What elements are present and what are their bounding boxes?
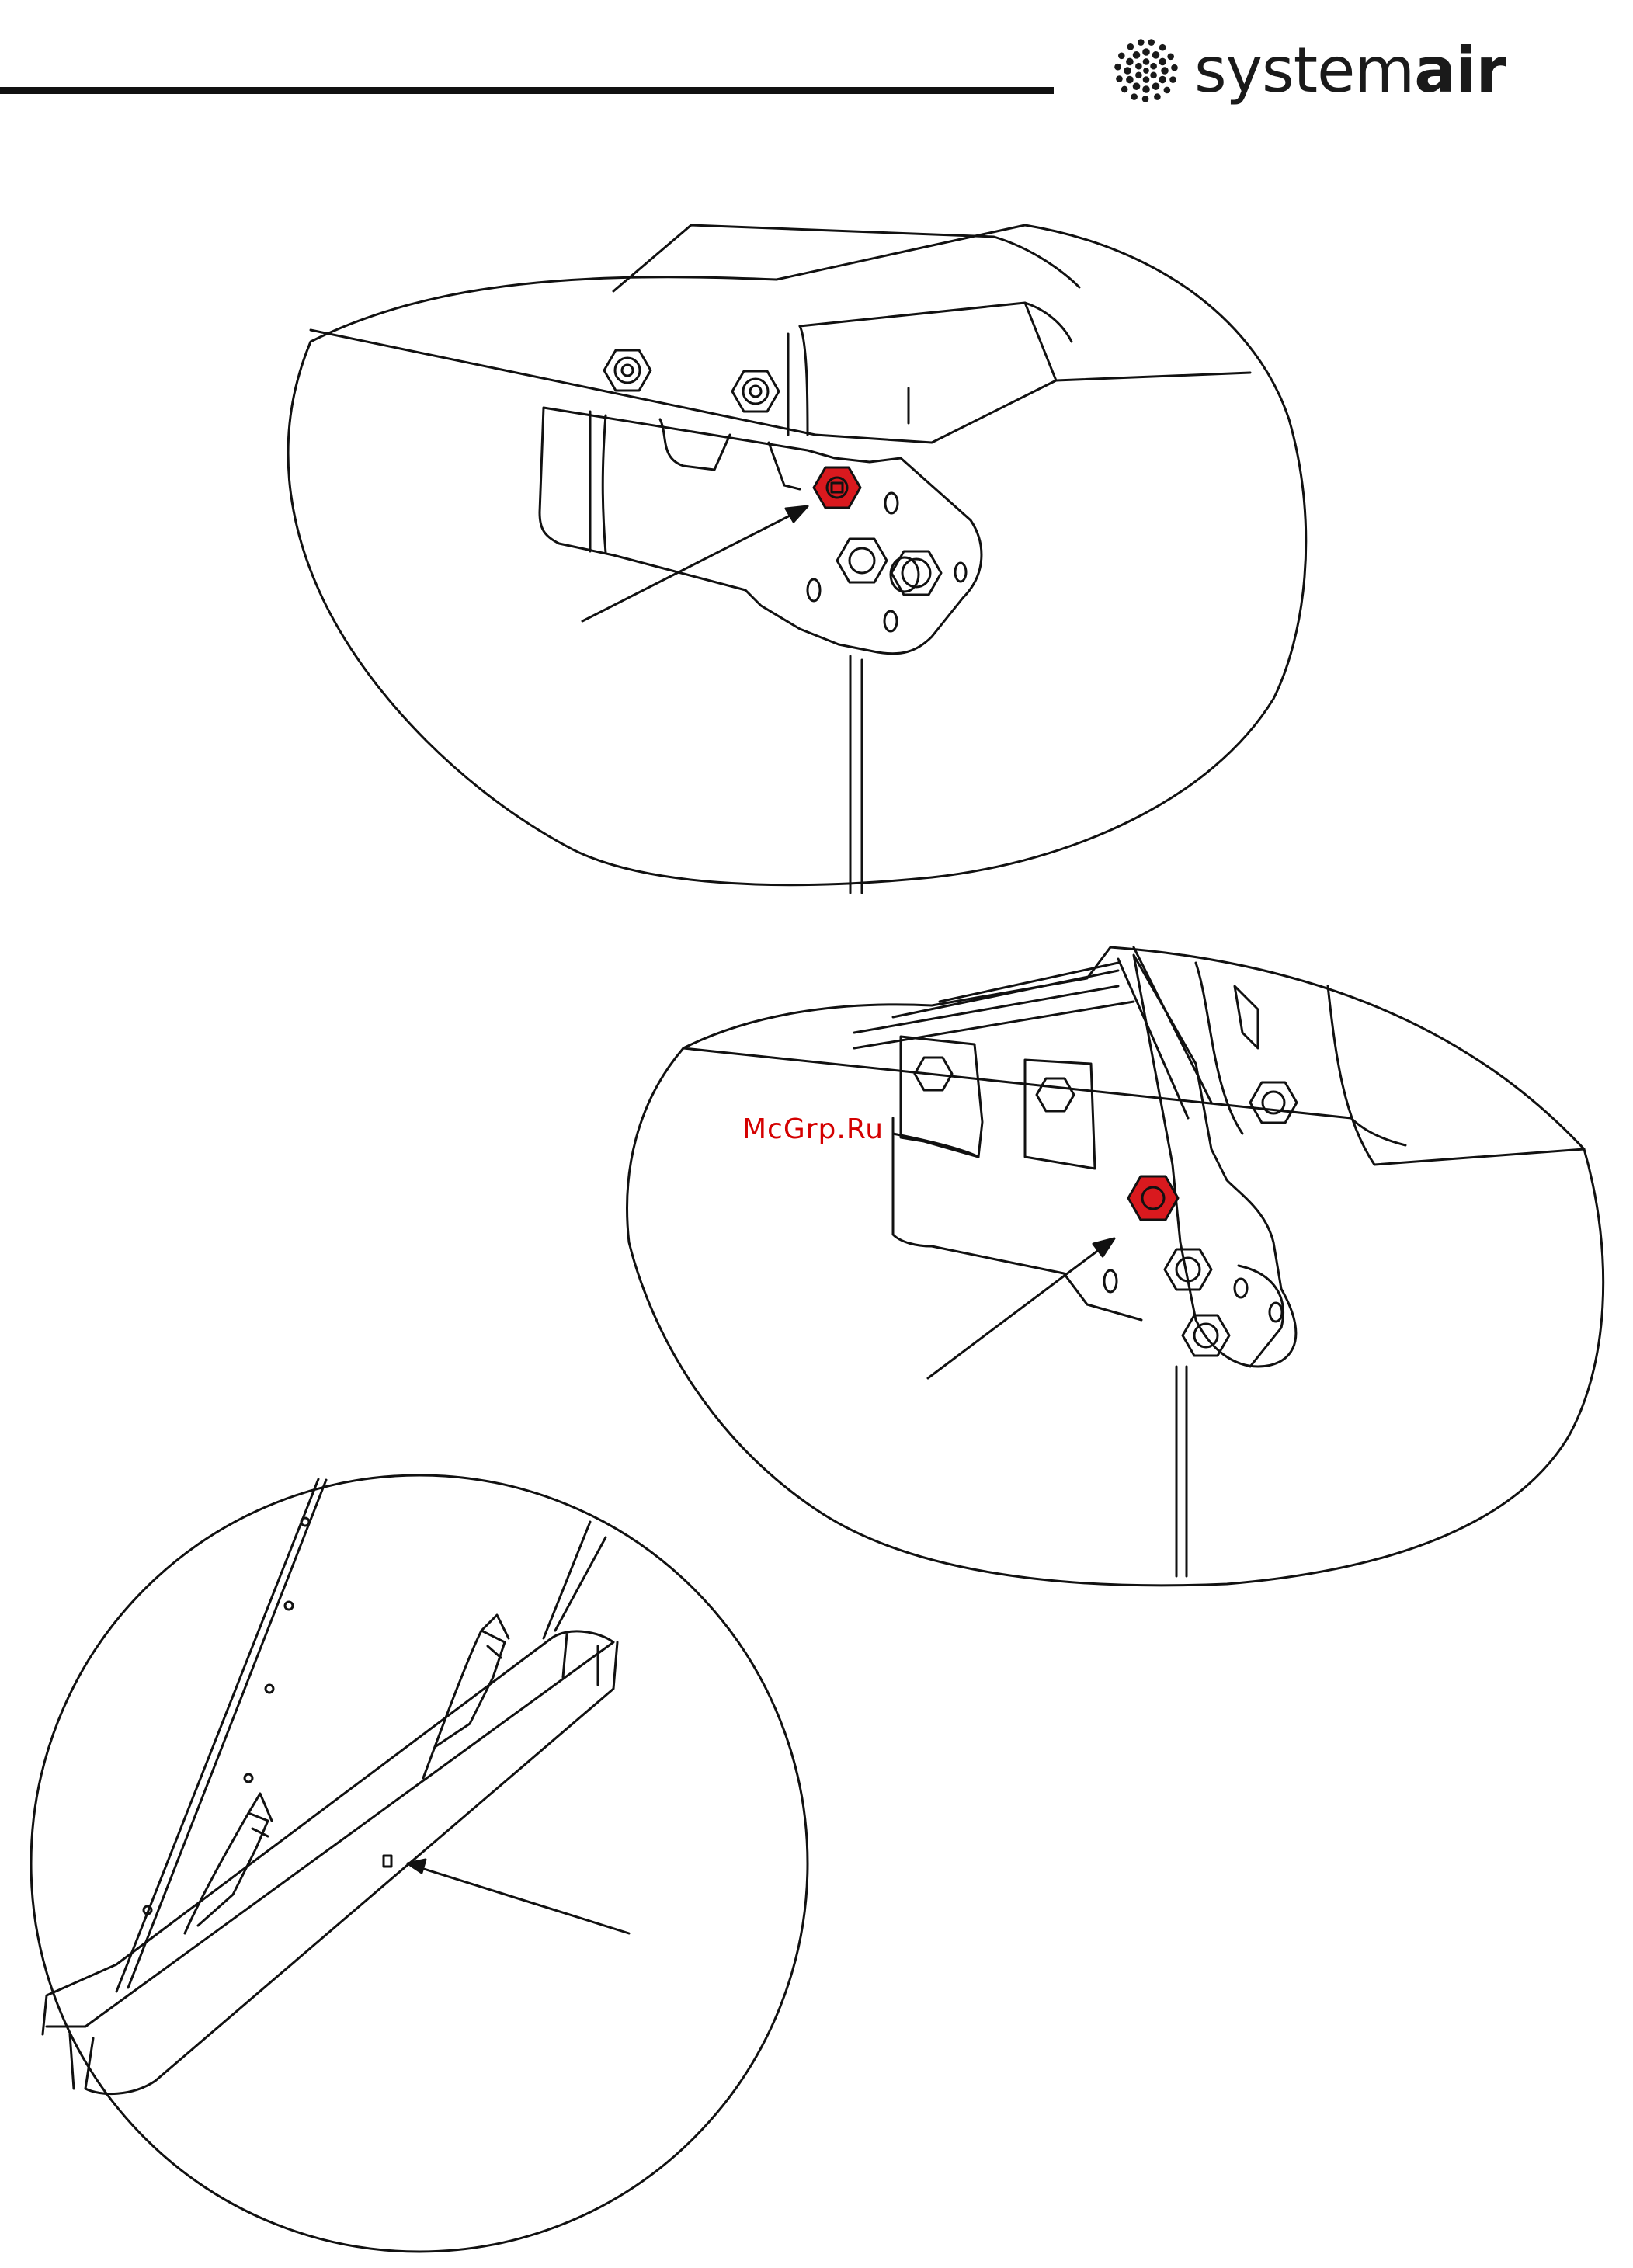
highlighted-bolt [814,467,860,508]
watermark-text: McGrp.Ru [742,1113,884,1145]
hinge-detail-top [264,202,1336,901]
nut-5 [1250,1082,1297,1123]
systemair-logo-icon [1109,33,1183,108]
nut-2 [732,371,779,412]
detail-outline [288,225,1306,885]
pointer-arrow [582,509,804,621]
rail-top-face [47,1631,613,2027]
rail-detail-bottom [23,1467,815,2259]
highlighted-nut [1128,1176,1178,1220]
header-rule [0,87,1054,94]
pointer-arrow [928,1242,1109,1378]
fixing-hole [384,1856,391,1867]
brand-wordmark: systemair [1194,40,1506,102]
bracket-tab-2 [1025,1060,1095,1169]
brand-logo: systemair [1109,28,1506,113]
housing-top [613,225,1079,291]
nut-1 [604,350,651,391]
nut-3 [837,539,887,582]
pointer-arrow [412,1865,629,1933]
